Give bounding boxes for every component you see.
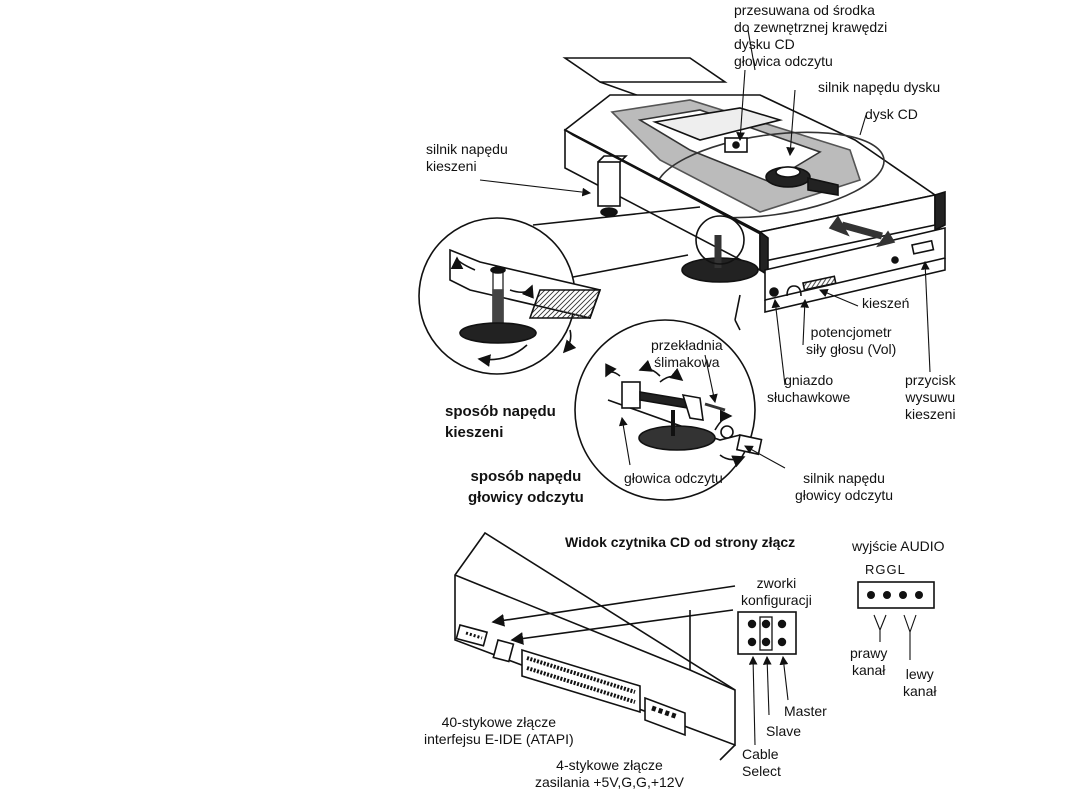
- ide-line-1: 40-stykowe złącze: [441, 714, 556, 730]
- headphone-line-1: gniazdo: [784, 372, 834, 388]
- tray-motor-line-1: silnik napędu: [426, 141, 508, 157]
- head-motor-label: silnik napędu głowicy odczytu: [795, 470, 893, 504]
- tray-drive-zoom: [418, 206, 745, 375]
- volume-line-1: potencjometr: [810, 324, 892, 340]
- tray-motor-label: silnik napędu kieszeni: [426, 141, 508, 175]
- tray-drive-method-label: sposób napędu kieszeni: [445, 401, 556, 443]
- drive-body: [562, 57, 946, 314]
- tray-label: kieszeń: [862, 295, 910, 311]
- head-move-line-2: do zewnętrznej krawędzi: [734, 19, 888, 35]
- disk-motor-label: silnik napędu dysku: [818, 79, 941, 95]
- right-channel-line-2: kanał: [851, 662, 886, 678]
- rear-panel: [454, 531, 736, 761]
- audio-connector: [857, 581, 935, 660]
- worm-gear-line-1: przekładnia: [651, 337, 723, 353]
- head-drive-method-label: sposób napędu głowicy odczytu: [468, 466, 584, 508]
- volume-line-2: siły głosu (Vol): [806, 341, 897, 357]
- volume-label: potencjometr siły głosu (Vol): [806, 324, 896, 358]
- cd-disc-label: dysk CD: [865, 106, 918, 122]
- head-drive-method-line-1: sposób napędu: [470, 468, 582, 485]
- right-channel-line-1: prawy: [850, 645, 888, 661]
- head-drive-zoom: [574, 294, 763, 501]
- head-motor-line-2: głowicy odczytu: [795, 487, 894, 503]
- left-channel-label: lewy kanał: [903, 666, 936, 700]
- right-channel-label: prawy kanał: [850, 645, 887, 679]
- head-drive-method-line-2: głowicy odczytu: [468, 489, 584, 506]
- head-move-label: przesuwana od środka do zewnętrznej kraw…: [734, 2, 887, 70]
- left-channel-line-2: kanał: [903, 683, 937, 699]
- audio-out-label: wyjście AUDIO: [852, 538, 945, 554]
- ide-line-2: interfejsu E-IDE (ATAPI): [424, 731, 574, 747]
- eject-line-3: kieszeni: [905, 406, 956, 422]
- head-move-line-3: dysku CD: [734, 36, 795, 52]
- power-line-1: 4-stykowe złącze: [556, 757, 663, 773]
- worm-gear-line-2: ślimakowa: [654, 354, 720, 370]
- connector-view-title: Widok czytnika CD od strony złącz: [565, 534, 796, 550]
- eject-line-1: przycisk: [905, 372, 956, 388]
- audio-pin-labels: RGGL: [865, 562, 906, 577]
- jumper-block: [737, 611, 797, 746]
- head-move-line-4: głowica odczytu: [734, 53, 833, 69]
- jumpers-line-1: zworki: [756, 575, 797, 591]
- headphone-label: gniazdo słuchawkowe: [767, 372, 850, 406]
- cable-select-label: Cable Select: [742, 746, 781, 780]
- head-motor-line-1: silnik napędu: [803, 470, 885, 486]
- eject-line-2: wysuwu: [905, 389, 956, 405]
- tray-motor-line-2: kieszeni: [426, 158, 477, 174]
- power-line-2: zasilania +5V,G,G,+12V: [535, 774, 684, 790]
- ide-connector-label: 40-stykowe złącze interfejsu E-IDE (ATAP…: [424, 714, 574, 748]
- headphone-line-2: słuchawkowe: [767, 389, 851, 405]
- top-leaders: [479, 29, 931, 469]
- power-connector-label: 4-stykowe złącze zasilania +5V,G,G,+12V: [535, 757, 684, 791]
- left-channel-line-1: lewy: [905, 666, 934, 682]
- tray-drive-method-line-2: kieszeni: [445, 424, 504, 441]
- jumpers-line-2: konfiguracji: [741, 592, 812, 608]
- cable-select-line-2: Select: [742, 763, 781, 779]
- jumpers-label: zworki konfiguracji: [741, 575, 812, 609]
- read-head-label: głowica odczytu: [624, 470, 723, 486]
- worm-gear-label: przekładnia ślimakowa: [651, 337, 723, 371]
- cable-select-line-1: Cable: [742, 746, 779, 762]
- tray-drive-method-line-1: sposób napędu: [445, 403, 556, 420]
- head-move-line-1: przesuwana od środka: [734, 2, 875, 18]
- master-label: Master: [784, 703, 827, 719]
- slave-label: Slave: [766, 723, 802, 739]
- eject-label: przycisk wysuwu kieszeni: [905, 372, 956, 423]
